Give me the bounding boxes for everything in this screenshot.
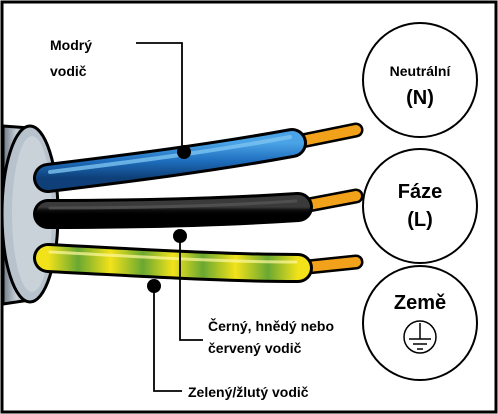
blue-wire [33, 128, 307, 193]
blue-leader [136, 42, 191, 159]
ground-symbol-icon [403, 320, 437, 354]
black-leader [173, 229, 203, 341]
phase-circle: Fáze (L) [362, 148, 478, 264]
green-leader [147, 279, 182, 392]
neutral-title: Neutrální [390, 63, 452, 79]
green-wire-label: Zelený/žlutý vodič [188, 384, 309, 400]
black-wire-label-line2: červený vodič [208, 340, 302, 356]
phase-title: Fáze [398, 181, 442, 203]
earth-title: Země [394, 292, 446, 314]
phase-code: (L) [407, 209, 433, 231]
black-wire [33, 192, 313, 229]
neutral-circle: Neutrální (N) [362, 22, 478, 138]
earth-circle: Země [362, 265, 478, 381]
blue-wire-label-line1: Modrý [50, 37, 92, 53]
neutral-code: (N) [406, 87, 434, 109]
black-wire-label-line1: Černý, hnědý nebo [208, 317, 334, 334]
blue-wire-label-line2: vodič [50, 63, 87, 79]
green-yellow-wire [33, 243, 313, 283]
